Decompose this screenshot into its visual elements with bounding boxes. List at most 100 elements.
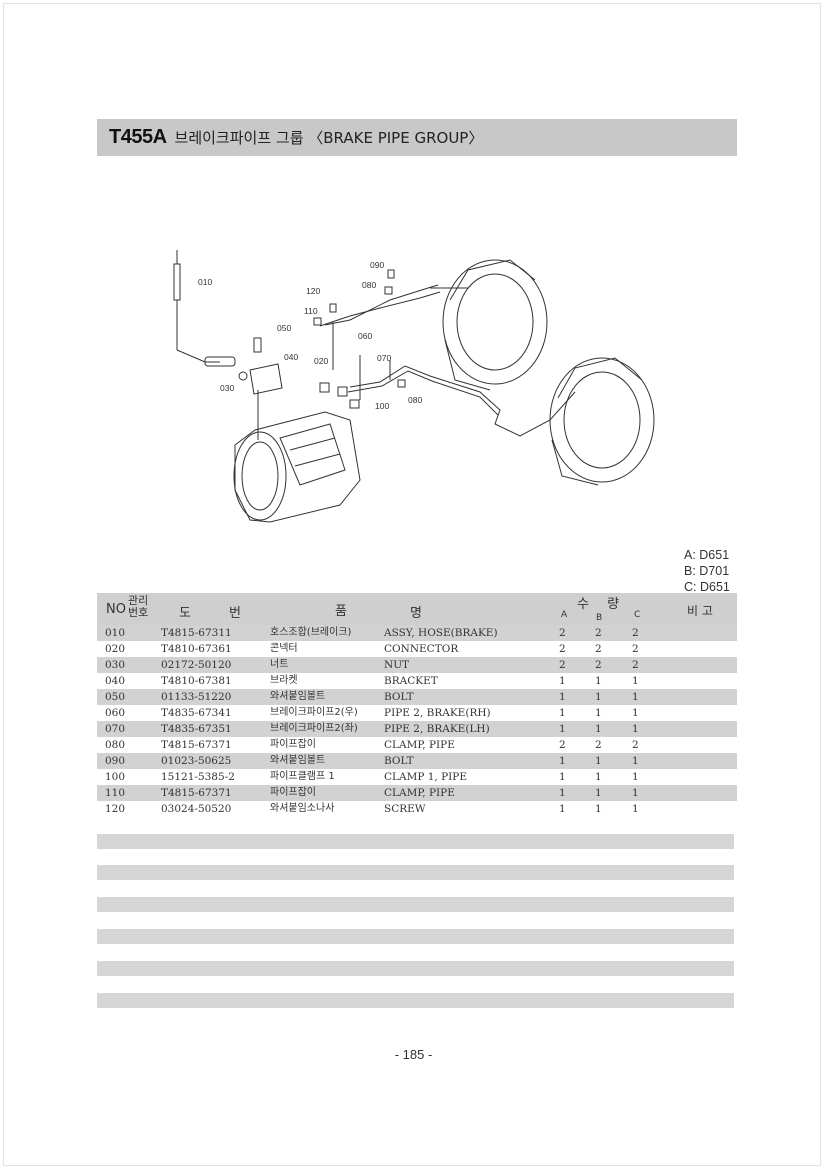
legend-a: A: D651 xyxy=(684,548,730,562)
legend-b: B: D701 xyxy=(684,564,730,578)
callout-110: 110 xyxy=(304,306,318,316)
part-name-english: PIPE 2, BRAKE(LH) xyxy=(384,723,490,735)
header-name-2: 명 xyxy=(410,606,422,621)
part-name-korean: 와셔붙임볼트 xyxy=(270,691,326,702)
callout-040: 040 xyxy=(284,352,298,362)
part-name-english: BOLT xyxy=(384,691,414,703)
transmission-housing xyxy=(234,411,361,523)
part-number: 110 xyxy=(105,787,126,799)
callout-100: 100 xyxy=(375,401,389,411)
empty-row-band xyxy=(97,834,734,849)
hose-fitting-010 xyxy=(173,263,181,301)
bolt-050 xyxy=(253,337,262,353)
header-no: NO xyxy=(106,602,126,617)
part-number: 010 xyxy=(105,627,126,639)
pipe-clamp-100 xyxy=(349,399,360,409)
part-name-english: BRACKET xyxy=(384,675,438,687)
group-code: T455A xyxy=(109,126,167,148)
header-qty: 수 량 xyxy=(577,597,620,612)
brake-housing-upper xyxy=(442,259,548,385)
brake-pipe-060 xyxy=(319,291,441,327)
qty-c: 1 xyxy=(632,707,639,719)
header-mgmt: 관리번호 xyxy=(128,594,149,619)
qty-a: 2 xyxy=(559,627,566,639)
part-name-english: SCREW xyxy=(384,803,426,815)
part-code: T4815-67371 xyxy=(161,739,232,751)
group-title: 브레이크파이프 그룹 〈BRAKE PIPE GROUP〉 xyxy=(174,129,484,147)
part-name-korean: 브레이크파이프2(우) xyxy=(270,707,358,718)
bolt-090 xyxy=(387,269,395,279)
part-number: 070 xyxy=(105,723,126,735)
brake-pipe-070 xyxy=(349,365,576,437)
qty-a: 2 xyxy=(559,643,566,655)
qty-a: 1 xyxy=(559,691,566,703)
part-name-korean: 파이프잡이 xyxy=(270,739,316,750)
callout-080: 080 xyxy=(362,280,376,290)
legend-c: C: D651 xyxy=(684,580,730,594)
part-number: 080 xyxy=(105,739,126,751)
qty-c: 1 xyxy=(632,675,639,687)
qty-c: 2 xyxy=(632,627,639,639)
qty-c: 1 xyxy=(632,803,639,815)
part-name-korean: 파이프잡이 xyxy=(270,787,316,798)
nut-030 xyxy=(238,371,248,381)
qty-b: 1 xyxy=(595,803,602,815)
header-qty-a: A xyxy=(561,610,568,620)
part-code: 01133-51220 xyxy=(161,691,232,703)
qty-b: 1 xyxy=(595,787,602,799)
part-name-english: BOLT xyxy=(384,755,414,767)
callout-080b: 080 xyxy=(408,395,422,405)
qty-c: 1 xyxy=(632,723,639,735)
qty-c: 2 xyxy=(632,659,639,671)
part-name-korean: 너트 xyxy=(270,659,289,670)
qty-c: 1 xyxy=(632,787,639,799)
part-number: 100 xyxy=(105,771,126,783)
part-name-english: CONNECTOR xyxy=(384,643,459,655)
part-name-english: NUT xyxy=(384,659,410,671)
qty-a: 1 xyxy=(559,723,566,735)
part-number: 060 xyxy=(105,707,126,719)
brake-housing-lower xyxy=(549,357,655,483)
qty-c: 1 xyxy=(632,771,639,783)
part-code: 15121-5385-2 xyxy=(161,771,235,783)
part-number: 120 xyxy=(105,803,126,815)
connector-020 xyxy=(319,382,330,393)
part-number: 030 xyxy=(105,659,126,671)
part-number: 090 xyxy=(105,755,126,767)
qty-a: 1 xyxy=(559,755,566,767)
model-legend: A: D651 B: D701 C: D651 xyxy=(684,547,744,595)
callout-060: 060 xyxy=(358,331,372,341)
empty-row-band xyxy=(97,865,734,880)
part-code: 01023-50625 xyxy=(161,755,232,767)
header-remarks: 비 고 xyxy=(687,604,713,618)
part-code: T4815-67371 xyxy=(161,787,232,799)
qty-c: 1 xyxy=(632,691,639,703)
header-code-1: 도 xyxy=(179,606,191,621)
qty-b: 1 xyxy=(595,675,602,687)
qty-c: 2 xyxy=(632,643,639,655)
callout-090: 090 xyxy=(370,260,384,270)
part-code: T4815-67311 xyxy=(161,627,232,639)
callout-120: 120 xyxy=(306,286,320,296)
part-number: 050 xyxy=(105,691,126,703)
header-qty-b: B xyxy=(596,613,603,623)
qty-b: 1 xyxy=(595,707,602,719)
qty-b: 2 xyxy=(595,659,602,671)
part-code: T4810-67381 xyxy=(161,675,232,687)
part-name-korean: 와셔붙임소나사 xyxy=(270,803,335,814)
callout-070: 070 xyxy=(377,353,391,363)
qty-b: 2 xyxy=(595,643,602,655)
part-name-korean: 파이프클램프 1 xyxy=(270,771,335,782)
qty-b: 1 xyxy=(595,755,602,767)
qty-b: 1 xyxy=(595,723,602,735)
